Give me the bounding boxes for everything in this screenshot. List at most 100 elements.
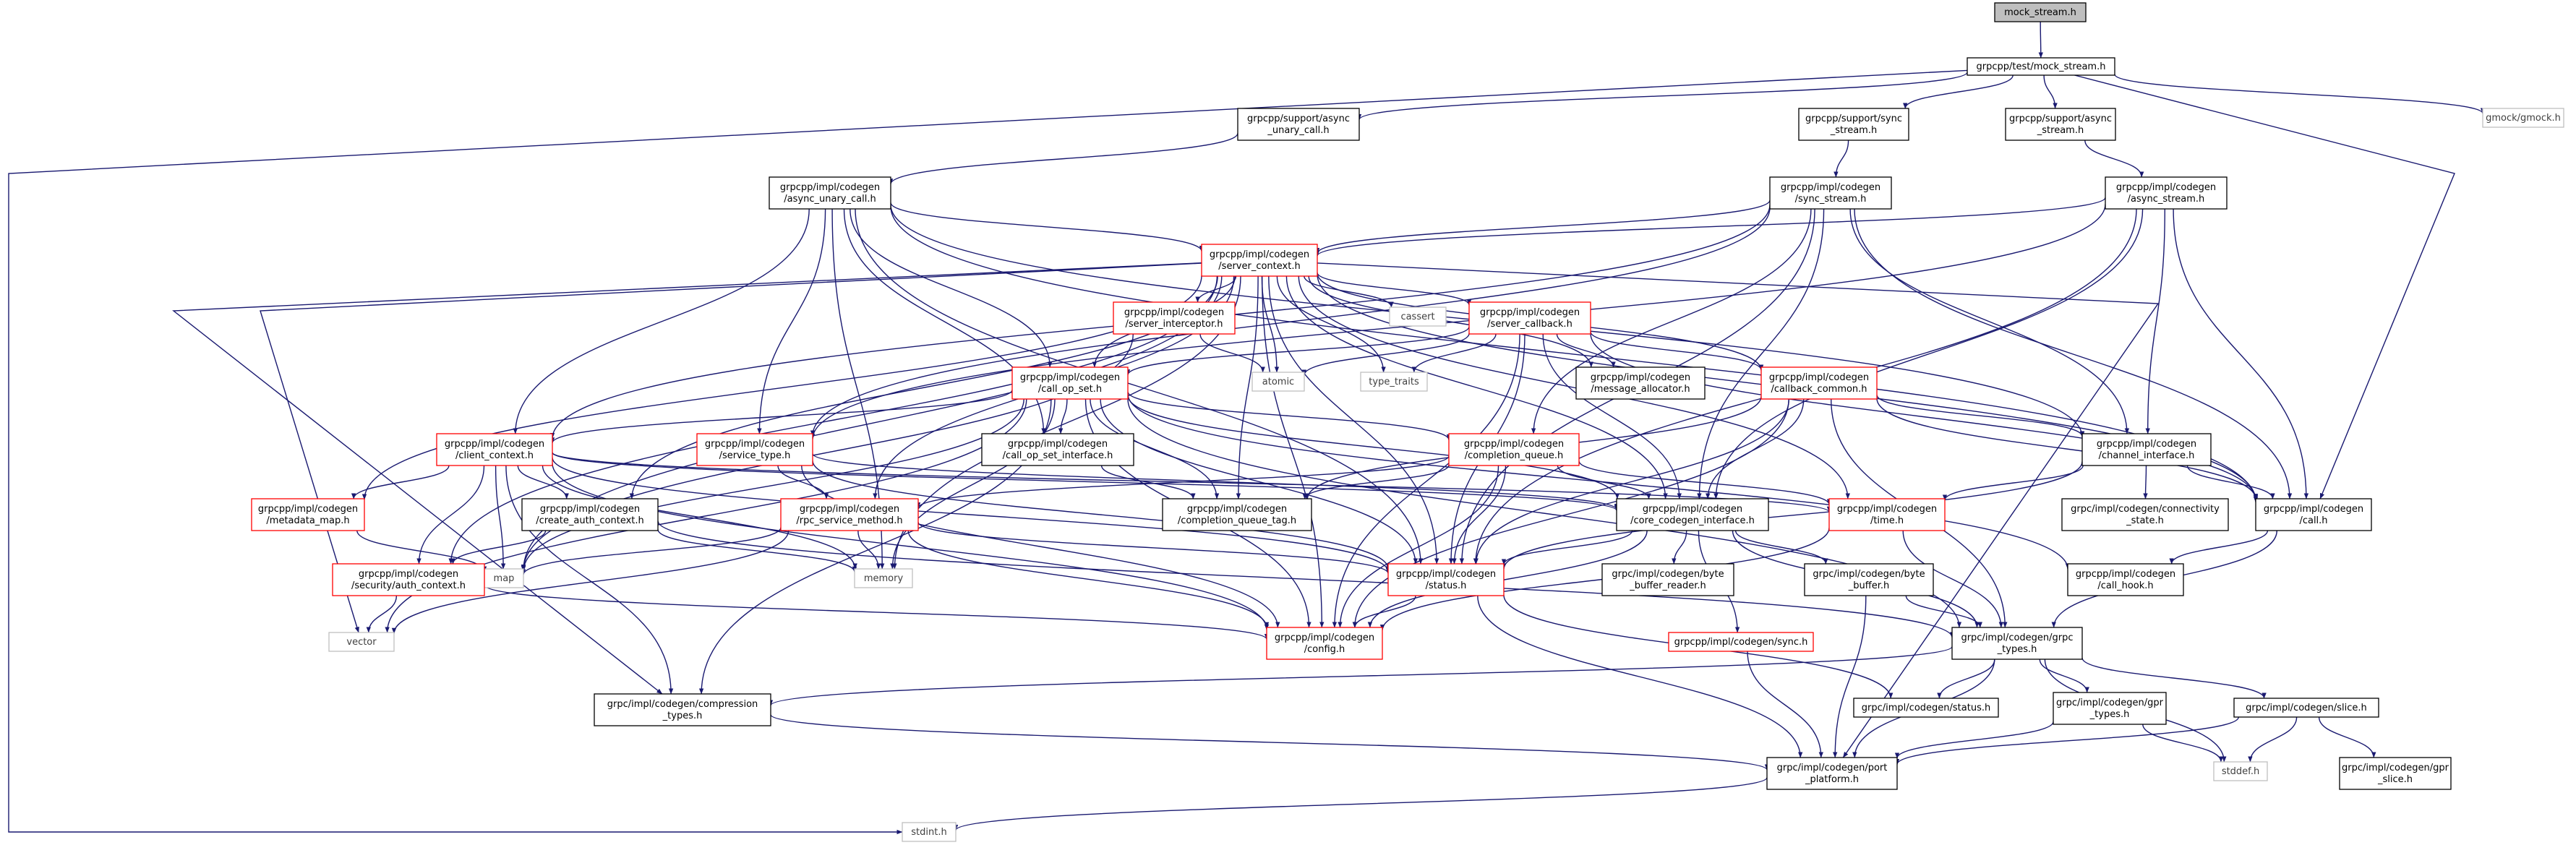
- include-edge-test_mock-to-sup_async_unary: [1356, 72, 1968, 121]
- node-client-context[interactable]: grpcpp/impl/codegen/client_context.h: [436, 433, 553, 466]
- edge-line: [416, 465, 485, 565]
- node-label: grpcpp/support/sync: [1805, 113, 1902, 124]
- edge-line: [1590, 333, 2259, 501]
- node-box: [1804, 563, 1934, 596]
- node-message-allocator[interactable]: grpcpp/impl/codegen/message_allocator.h: [1575, 366, 1706, 400]
- include-edge-callback_common-to-config: [1352, 398, 1789, 628]
- node-sup-sync-stream[interactable]: grpcpp/support/sync_stream.h: [1798, 108, 1909, 141]
- node-type-traits: type_traits: [1360, 372, 1428, 392]
- include-edge-service_type-to-status: [812, 460, 1391, 570]
- node-sync[interactable]: grpcpp/impl/codegen/sync.h: [1668, 632, 1814, 652]
- node-label: _platform.h: [1805, 774, 1859, 785]
- node-box: [2482, 108, 2564, 128]
- node-sup-async-unary[interactable]: grpcpp/support/async_unary_call.h: [1237, 108, 1360, 141]
- node-server-context[interactable]: grpcpp/impl/codegen/server_context.h: [1201, 244, 1318, 277]
- include-edge-call_op_set-to-client_context: [549, 389, 1013, 444]
- node-create-auth-context[interactable]: grpcpp/impl/codegen/create_auth_context.…: [521, 498, 659, 531]
- node-label: grpcpp/impl/codegen/sync.h: [1674, 637, 1808, 648]
- node-label: grpcpp/impl/codegen: [1008, 439, 1108, 450]
- node-cg-async-unary[interactable]: grpcpp/impl/codegen/async_unary_call.h: [769, 176, 891, 210]
- node-status[interactable]: grpcpp/impl/codegen/status.h: [1387, 563, 1505, 596]
- include-edge-server_callback-to-call_op_set: [1125, 326, 1470, 376]
- node-byte-buffer-reader[interactable]: grpc/impl/codegen/byte_buffer_reader.h: [1601, 563, 1734, 596]
- node-box: [1237, 108, 1360, 141]
- node-gpr-types[interactable]: grpc/impl/codegen/gpr_types.h: [2053, 692, 2167, 725]
- node-label: grpc/impl/codegen/slice.h: [2246, 703, 2367, 713]
- edge-line: [2142, 724, 2224, 763]
- edge-line: [657, 529, 857, 572]
- edge-line: [757, 208, 826, 434]
- node-sup-async-stream[interactable]: grpcpp/support/async_stream.h: [2005, 108, 2116, 141]
- node-byte-buffer[interactable]: grpc/impl/codegen/byte_buffer.h: [1804, 563, 1934, 596]
- node-callback-common[interactable]: grpcpp/impl/codegen/callback_common.h: [1760, 366, 1878, 400]
- edge-line: [1903, 74, 2014, 109]
- node-time[interactable]: grpcpp/impl/codegen/time.h: [1828, 498, 1946, 531]
- node-label: grpcpp/impl/codegen: [2116, 182, 2216, 193]
- node-box: [594, 693, 771, 726]
- node-box: [1468, 301, 1591, 335]
- edge-line: [2248, 716, 2298, 763]
- node-security-auth-context[interactable]: grpcpp/impl/codegen/security/auth_contex…: [332, 563, 485, 596]
- edge-line: [552, 463, 1270, 630]
- edge-line: [2169, 530, 2269, 565]
- node-call-op-set[interactable]: grpcpp/impl/codegen/call_op_set.h: [1011, 366, 1129, 400]
- node-box: [1798, 108, 1909, 141]
- node-test-mock[interactable]: grpcpp/test/mock_stream.h: [1967, 57, 2115, 76]
- node-slice[interactable]: grpc/impl/codegen/slice.h: [2233, 698, 2379, 718]
- node-mock-stream[interactable]: mock_stream.h: [1994, 2, 2087, 22]
- include-edge-callback_common-to-call: [1876, 398, 2259, 500]
- edge-line: [810, 207, 1771, 437]
- edge-line: [1542, 333, 1682, 499]
- node-box: [2005, 108, 2116, 141]
- node-call-hook[interactable]: grpcpp/impl/codegen/call_hook.h: [2067, 563, 2184, 596]
- edge-line: [1352, 595, 1416, 628]
- node-box: [1616, 498, 1769, 531]
- node-label: grpcpp/impl/codegen: [1275, 632, 1374, 643]
- node-core-codegen-interface[interactable]: grpcpp/impl/codegen/core_codegen_interfa…: [1616, 498, 1769, 531]
- include-edge-cg_sync_stream-to-completion_queue: [1531, 208, 1812, 434]
- node-server-callback[interactable]: grpcpp/impl/codegen/server_callback.h: [1468, 301, 1591, 335]
- node-box: [2105, 176, 2228, 210]
- node-connectivity-state[interactable]: grpc/impl/codegen/connectivity_state.h: [2061, 498, 2229, 531]
- node-cg-sync-stream[interactable]: grpcpp/impl/codegen/sync_stream.h: [1769, 176, 1892, 210]
- node-call-op-set-interface[interactable]: grpcpp/impl/codegen/call_op_set_interfac…: [981, 433, 1134, 466]
- include-edge-service_type-to-core_codegen_interface: [812, 453, 1619, 510]
- edge-line: [1833, 140, 1849, 178]
- node-metadata-map[interactable]: grpcpp/impl/codegen/metadata_map.h: [251, 498, 365, 531]
- node-status-c[interactable]: grpc/impl/codegen/status.h: [1853, 698, 1999, 718]
- include-edge-call_op_set_interface-to-completion_queue_tag: [1100, 465, 1196, 499]
- node-call[interactable]: grpcpp/impl/codegen/call.h: [2255, 498, 2372, 531]
- include-edge-server_callback-to-config: [1332, 333, 1520, 628]
- node-config[interactable]: grpcpp/impl/codegen/config.h: [1266, 627, 1383, 660]
- include-edge-server_callback-to-call: [1590, 333, 2259, 501]
- node-compression-types[interactable]: grpc/impl/codegen/compression_types.h: [594, 693, 771, 726]
- node-cg-async-stream[interactable]: grpcpp/impl/codegen/async_stream.h: [2105, 176, 2228, 210]
- node-gpr-slice[interactable]: grpc/impl/codegen/gpr_slice.h: [2339, 757, 2452, 790]
- node-channel-interface[interactable]: grpcpp/impl/codegen/channel_interface.h: [2081, 433, 2212, 466]
- node-grpc-types[interactable]: grpc/impl/codegen/grpc_types.h: [1951, 627, 2083, 660]
- edge-line: [2318, 716, 2376, 758]
- edge-line: [1905, 595, 1982, 628]
- include-edge-completion_queue-to-completion_queue_tag: [1302, 464, 1450, 499]
- node-rpc-service-method[interactable]: grpcpp/impl/codegen/rpc_service_method.h: [780, 498, 919, 531]
- include-edge-call_op_set-to-memory: [890, 398, 1056, 570]
- edge-line: [1304, 275, 1394, 308]
- node-port-platform[interactable]: grpc/impl/codegen/port_platform.h: [1766, 757, 1898, 790]
- edge-line: [1367, 530, 1648, 628]
- include-edge-completion_queue-to-status: [1452, 465, 1507, 565]
- node-label: /async_stream.h: [2128, 194, 2205, 205]
- node-service-type[interactable]: grpcpp/impl/codegen/service_type.h: [696, 433, 813, 466]
- node-label: _types.h: [2089, 709, 2130, 720]
- node-completion-queue[interactable]: grpcpp/impl/codegen/completion_queue.h: [1448, 433, 1580, 466]
- include-edge-call_op_set-to-call_op_set_interface: [1058, 398, 1068, 434]
- node-label: stddef.h: [2222, 766, 2259, 777]
- node-label: grpcpp/impl/codegen: [258, 504, 358, 515]
- node-label: _slice.h: [2377, 774, 2413, 785]
- node-server-interceptor[interactable]: grpcpp/impl/codegen/server_interceptor.h: [1113, 301, 1236, 335]
- edge-line: [888, 133, 1238, 185]
- node-label: grpcpp/impl/codegen: [1124, 307, 1224, 318]
- node-label: atomic: [1262, 377, 1294, 387]
- edge-line: [2038, 21, 2043, 59]
- edge-line: [2173, 208, 2309, 499]
- node-completion-queue-tag[interactable]: grpcpp/impl/codegen/completion_queue_tag…: [1162, 498, 1312, 531]
